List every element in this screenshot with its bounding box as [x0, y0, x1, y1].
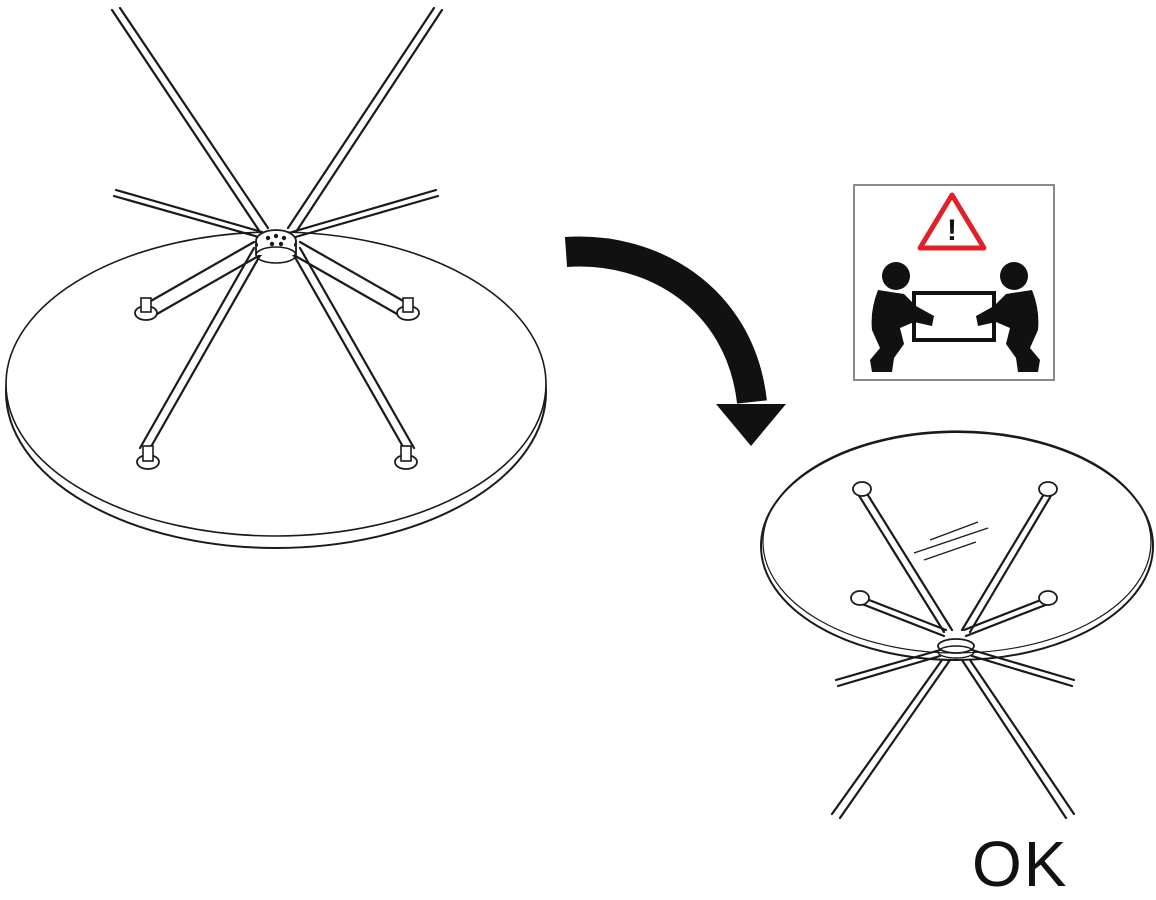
leg-feet [134, 297, 420, 470]
glass-reflection-mark [913, 521, 989, 561]
table-top-surface [5, 231, 547, 537]
right-person-icon [976, 262, 1040, 372]
curved-arrow-icon [564, 236, 786, 446]
lower-legs [138, 240, 416, 454]
warning-triangle-icon [917, 192, 987, 251]
warning-symbol: ! [947, 214, 957, 247]
ok-label: OK [972, 828, 1069, 900]
glass-top-edge [760, 431, 1154, 661]
upper-support-arms [856, 490, 1054, 638]
leg-hub-upright [937, 638, 975, 659]
upper-legs [110, 6, 444, 240]
two-person-lift-warning-icon: ! [853, 184, 1055, 381]
table-upside-down [5, 6, 547, 549]
left-person-icon [870, 262, 934, 372]
lower-legs-upright [830, 648, 1076, 820]
top-feet [850, 481, 1058, 606]
table-upright [760, 430, 1154, 820]
leg-hub [255, 229, 297, 264]
